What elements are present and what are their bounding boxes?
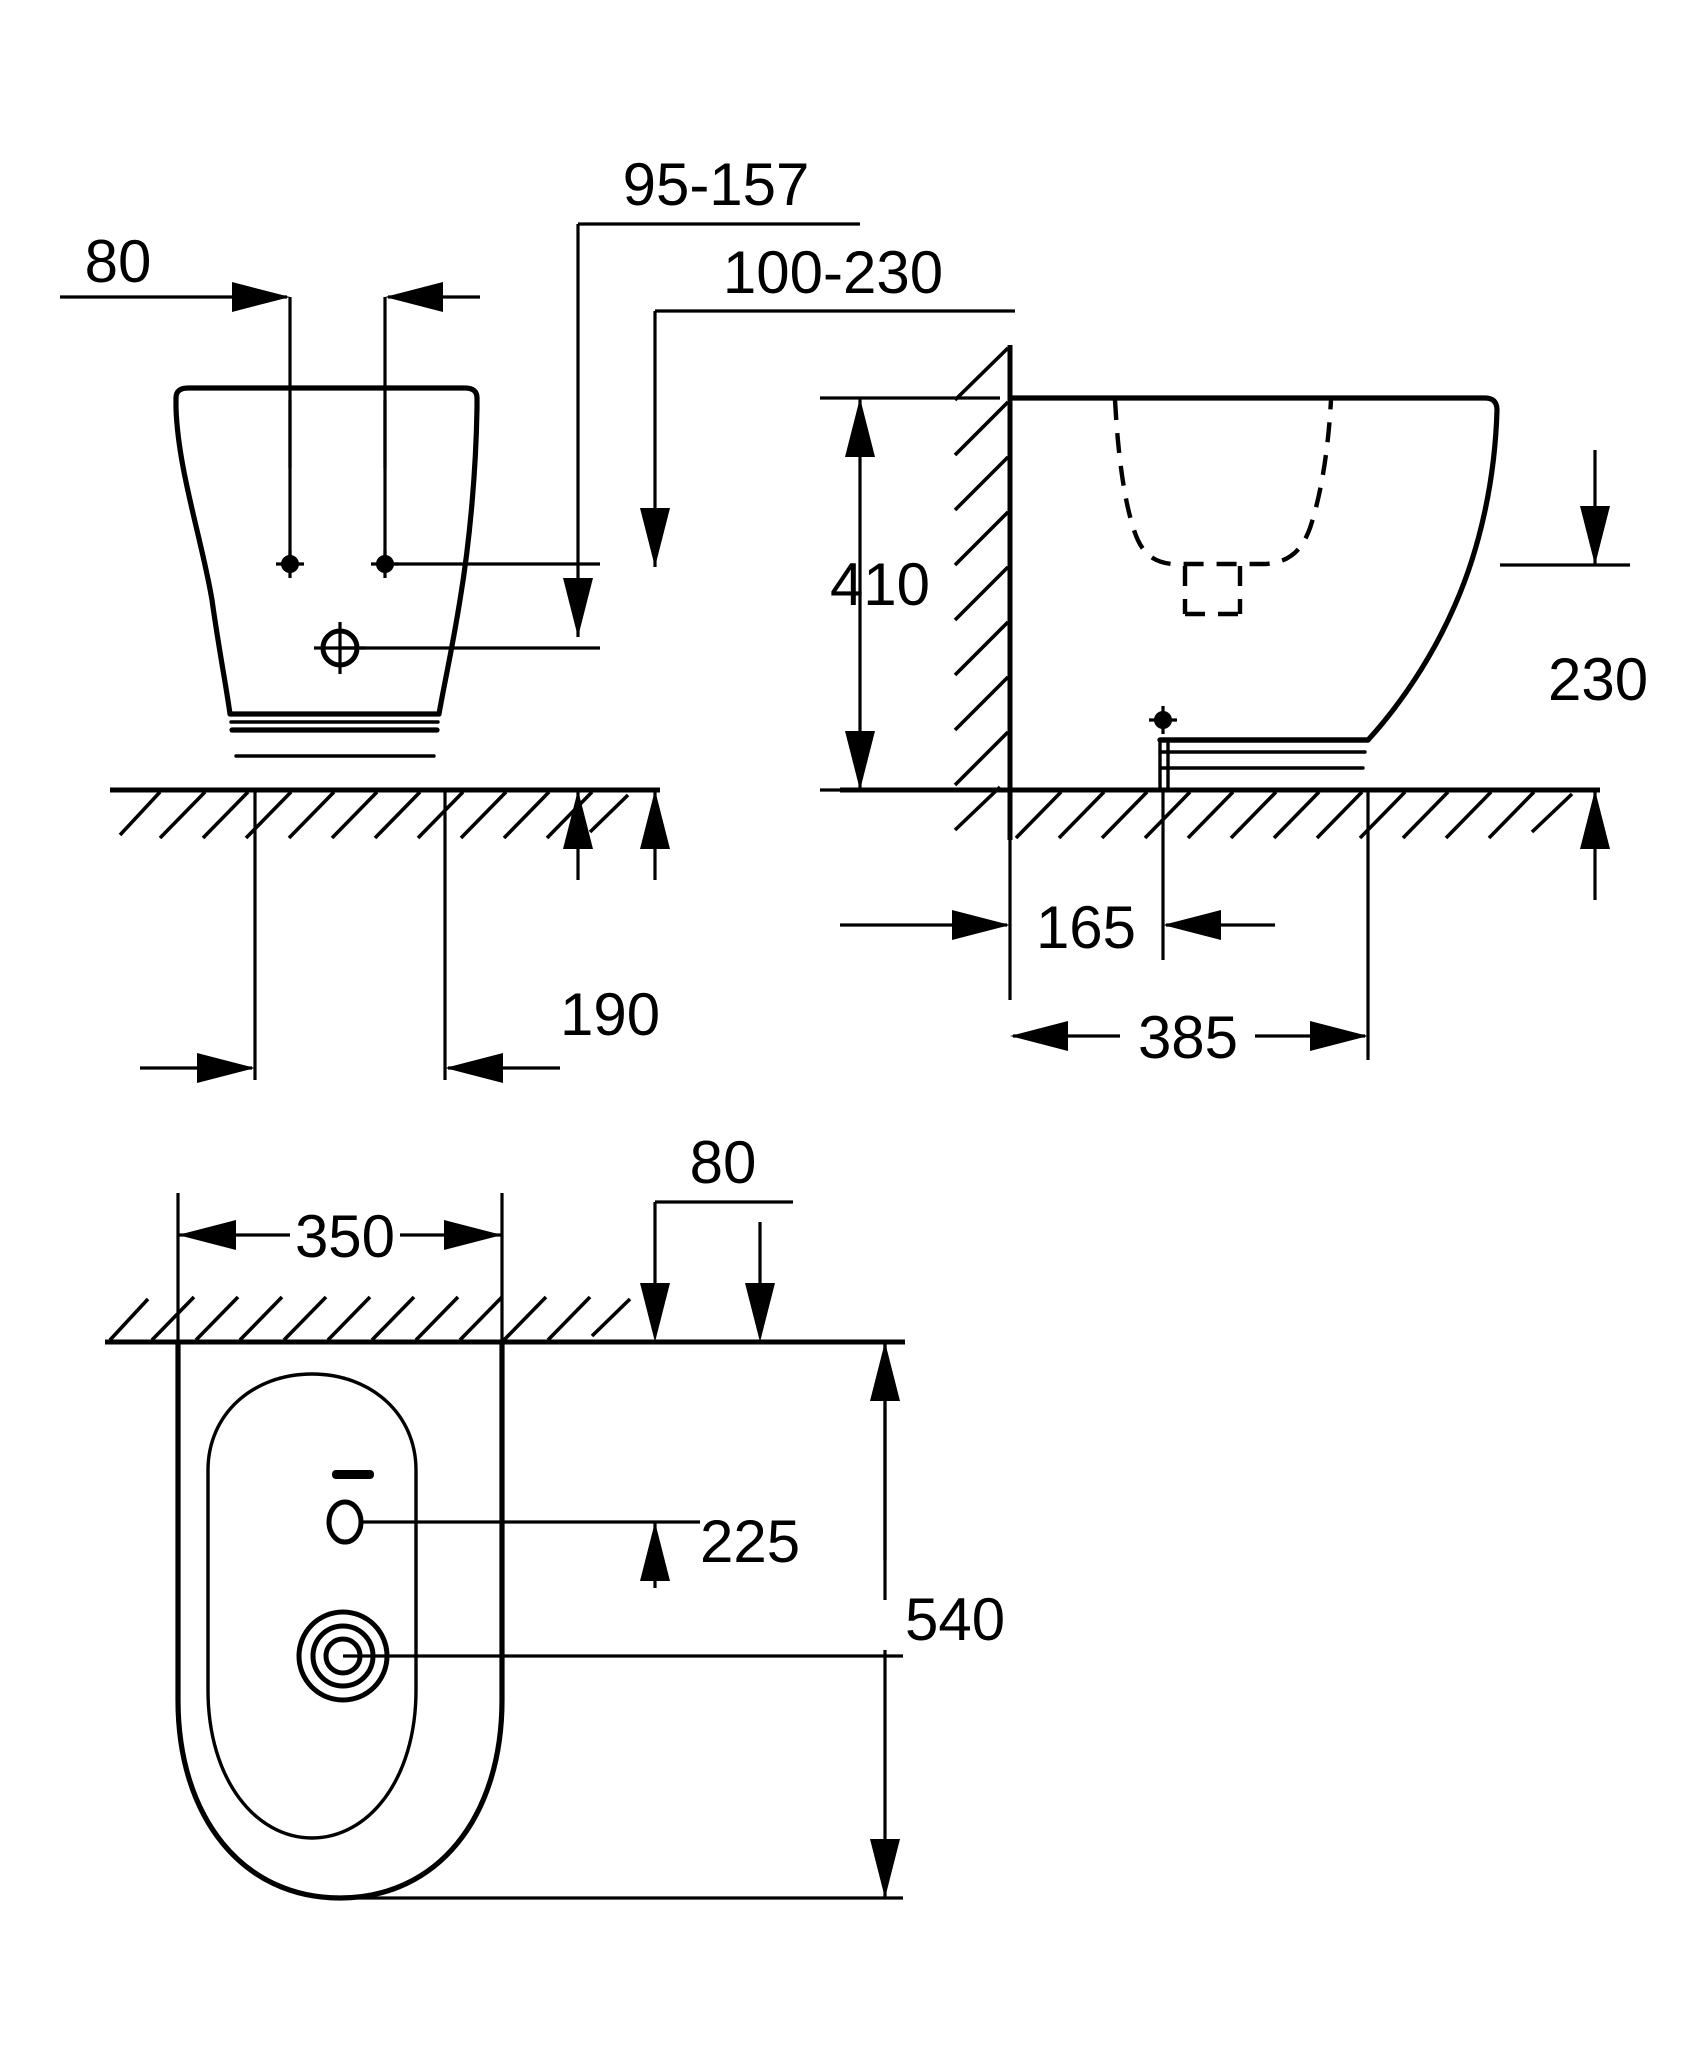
- dim-label-80-plan: 80: [690, 1129, 757, 1196]
- plan-view-body-outline: [175, 1339, 505, 1901]
- arrowhead: [845, 398, 875, 457]
- dim-95-157: 95-157: [340, 151, 860, 650]
- side-view-wall-hatch: [953, 346, 1010, 832]
- arrowhead: [1310, 1021, 1368, 1051]
- arrowhead: [232, 282, 290, 312]
- dim-label-95-157: 95-157: [623, 151, 810, 218]
- dim-label-230: 230: [1548, 646, 1648, 713]
- arrowhead: [445, 1053, 503, 1083]
- dim-225: 225: [362, 1508, 800, 1588]
- dim-label-190: 190: [560, 981, 660, 1048]
- dim-190: 190: [140, 790, 660, 1083]
- front-view-floor: [110, 787, 660, 840]
- arrowhead: [845, 731, 875, 790]
- arrowhead: [745, 1283, 775, 1342]
- dim-label-410: 410: [830, 551, 930, 618]
- arrowhead: [1580, 506, 1610, 565]
- arrowhead: [178, 1220, 236, 1250]
- dim-165: 165: [840, 790, 1275, 1000]
- arrowhead: [640, 1283, 670, 1342]
- side-view-body-outline: [1007, 395, 1500, 743]
- side-view-outlet-mark: [1149, 706, 1177, 734]
- dim-540: 540: [343, 1342, 1005, 1900]
- dim-label-385: 385: [1138, 1004, 1238, 1071]
- arrowhead: [870, 1342, 900, 1401]
- arrowhead: [952, 910, 1010, 940]
- dim-230: 230: [1500, 450, 1648, 900]
- front-view-floor-arrow-pair: [563, 790, 670, 880]
- dim-80-front: 80: [60, 228, 480, 468]
- arrowhead: [1580, 790, 1610, 849]
- front-view: 80 95-157 100-230 190: [60, 151, 1015, 1083]
- arrowhead: [870, 1839, 900, 1898]
- dim-350: 350: [176, 1193, 504, 1360]
- side-view-floor: [840, 787, 1600, 840]
- dim-label-225: 225: [700, 1508, 800, 1575]
- side-view-wall: [953, 345, 1013, 840]
- arrowhead: [197, 1053, 255, 1083]
- side-view: 410 230 165 385: [820, 345, 1648, 1071]
- side-view-floor-hatch: [1014, 790, 1574, 840]
- front-view-body-outline: [173, 385, 480, 717]
- dim-label-350: 350: [295, 1203, 395, 1270]
- plan-view: 350 80 225 540: [105, 1129, 1005, 1901]
- arrowhead: [563, 790, 593, 849]
- front-view-foot: [228, 712, 441, 758]
- plan-view-wall: [105, 1295, 905, 1345]
- dim-410: 410: [820, 396, 1000, 792]
- front-view-floor-hatch: [118, 790, 630, 840]
- dim-label-540: 540: [905, 1586, 1005, 1653]
- dim-label-80-front: 80: [85, 228, 152, 295]
- dim-385: 385: [1010, 790, 1370, 1071]
- arrowhead: [1163, 910, 1221, 940]
- arrowhead: [385, 282, 443, 312]
- arrowhead: [640, 1522, 670, 1581]
- dim-label-165: 165: [1036, 894, 1136, 961]
- plan-view-wall-hatch: [108, 1295, 632, 1342]
- dim-label-100-230: 100-230: [723, 239, 943, 306]
- arrowhead: [563, 578, 593, 637]
- plan-view-tap-hole: [326, 1499, 364, 1545]
- arrowhead: [640, 790, 670, 849]
- plan-view-rim-slot: [332, 1470, 374, 1479]
- dim-80-plan: 80: [640, 1129, 793, 1342]
- arrowhead: [1010, 1021, 1068, 1051]
- arrowhead: [640, 508, 670, 567]
- side-view-internal-bowl-hidden: [1112, 399, 1334, 617]
- dim-100-230: 100-230: [640, 239, 1015, 567]
- arrowhead: [444, 1220, 502, 1250]
- side-view-foot: [1157, 737, 1371, 792]
